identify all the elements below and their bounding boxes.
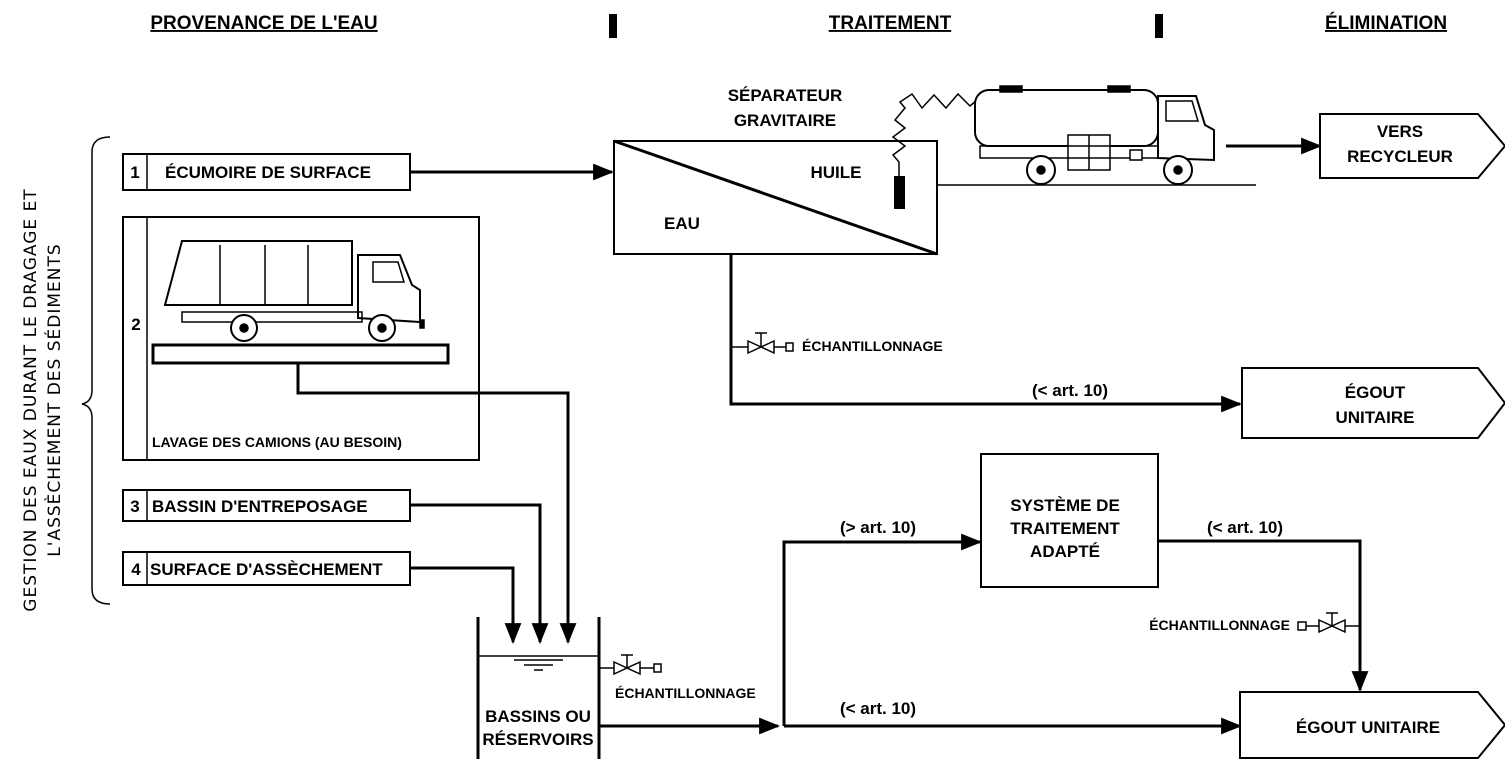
column-divider-left (609, 14, 617, 38)
header-elimination: ÉLIMINATION (1325, 12, 1447, 34)
source-2-number: 2 (131, 315, 140, 334)
flow-label-to-treatment: (> art. 10) (840, 518, 916, 537)
source-1-surface-skimmer: 1 ÉCUMOIRE DE SURFACE (122, 153, 411, 191)
sampling-valve-separator (731, 332, 794, 355)
side-label: GESTION DES EAUX DURANT LE DRAGAGE ET L'… (21, 188, 65, 611)
basins-line1: BASSINS OU (485, 707, 591, 726)
sewer-top-destination: ÉGOUT UNITAIRE (1241, 367, 1505, 439)
separator-title-1: SÉPARATEUR (728, 86, 843, 105)
pipe-storage-to-basin (410, 503, 549, 645)
sampling-label-basin: ÉCHANTILLONNAGE (615, 685, 756, 701)
separator-title-2: GRAVITAIRE (734, 111, 836, 130)
treatment-line3: ADAPTÉ (1030, 542, 1100, 561)
header-traitement: TRAITEMENT (829, 13, 952, 34)
washing-platform (151, 343, 450, 365)
tanker-truck-icon (974, 85, 1215, 185)
sewer-bottom-label: ÉGOUT UNITAIRE (1296, 718, 1440, 737)
pipe-washing-to-basin (296, 363, 577, 645)
recycler-destination: VERS RECYCLEUR (1319, 113, 1505, 179)
side-label-line2: L'ASSÈCHEMENT DES SÉDIMENTS (43, 243, 65, 556)
sampling-label-treatment: ÉCHANTILLONNAGE (1149, 617, 1290, 633)
flow-label-to-sewer-top: (< art. 10) (1032, 381, 1108, 400)
source-4-label: SURFACE D'ASSÈCHEMENT (150, 560, 383, 579)
treatment-system: SYSTÈME DE TRAITEMENT ADAPTÉ (980, 453, 1159, 588)
source-3-number: 3 (130, 497, 139, 516)
suction-hose (891, 92, 978, 176)
source-2-label: LAVAGE DES CAMIONS (AU BESOIN) (152, 434, 402, 450)
pipe-separator-to-sewer (729, 254, 1243, 413)
column-divider-right (1155, 14, 1163, 38)
gravity-separator: SÉPARATEUR GRAVITAIRE HUILE EAU (613, 86, 938, 256)
source-4-number: 4 (131, 560, 141, 579)
side-label-line1: GESTION DES EAUX DURANT LE DRAGAGE ET (21, 188, 41, 611)
sewer-top-line2: UNITAIRE (1335, 408, 1414, 427)
source-1-number: 1 (130, 163, 139, 182)
sewer-bottom-destination: ÉGOUT UNITAIRE (1239, 691, 1505, 759)
recycler-line1: VERS (1377, 122, 1423, 141)
pipe-drying-to-basin (410, 566, 522, 645)
pipe-treatment-to-sewer (1158, 539, 1369, 693)
dump-truck-icon (163, 240, 425, 342)
basins-line2: RÉSERVOIRS (482, 730, 593, 749)
basins-reservoirs: BASSINS OU RÉSERVOIRS (476, 617, 601, 759)
sewer-top-line1: ÉGOUT (1345, 383, 1406, 402)
separator-oil-label: HUILE (811, 163, 862, 182)
sampling-valve-basin (599, 654, 662, 676)
separator-water-label: EAU (664, 214, 700, 233)
source-3-storage-basin: 3 BASSIN D'ENTREPOSAGE (122, 489, 411, 522)
treatment-line2: TRAITEMENT (1010, 519, 1120, 538)
recycler-line2: RECYCLEUR (1347, 147, 1453, 166)
flow-label-bypass: (< art. 10) (840, 699, 916, 718)
treatment-line1: SYSTÈME DE (1010, 496, 1120, 515)
grouping-brace (81, 136, 111, 605)
source-3-label: BASSIN D'ENTREPOSAGE (152, 497, 368, 516)
oil-pump-intake-icon (894, 176, 905, 209)
flow-label-from-treatment: (< art. 10) (1207, 518, 1283, 537)
header-provenance: PROVENANCE DE L'EAU (150, 13, 377, 34)
sampling-valve-treatment (1297, 612, 1360, 634)
sampling-label-separator: ÉCHANTILLONNAGE (802, 338, 943, 354)
source-1-label: ÉCUMOIRE DE SURFACE (165, 163, 371, 182)
pipe-to-treatment (782, 533, 983, 726)
source-4-drying-surface: 4 SURFACE D'ASSÈCHEMENT (122, 551, 411, 586)
